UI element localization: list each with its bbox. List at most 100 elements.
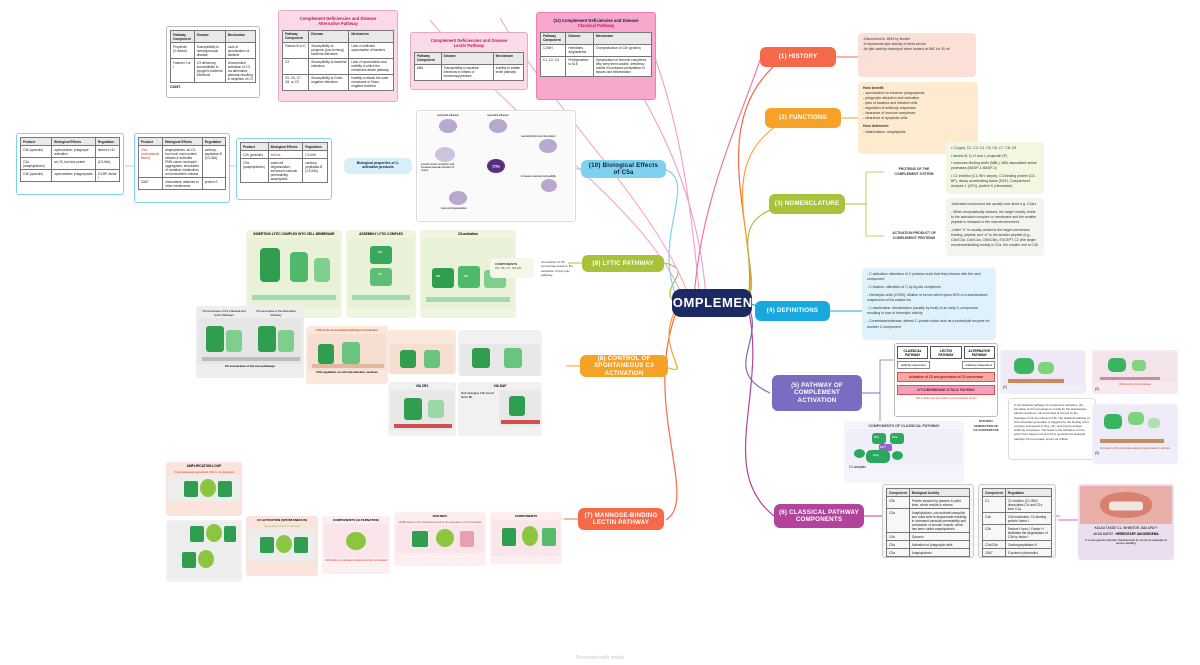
pathway-classical-box: CLASSICAL PATHWAY	[897, 346, 929, 359]
branch-lytic-pathway[interactable]: (9) LYTIC PATHWAY	[582, 255, 664, 272]
col-header: Component	[982, 488, 1006, 497]
col-header: Disease	[193, 30, 226, 43]
history-line-2: -It represents lytic activity of fresh s…	[863, 42, 926, 47]
c5a-n3: neutrophil wbc and chemotaxis	[521, 135, 556, 138]
components-alternative-panel: COMPONENTS (ALTERNATIVE) C3b binds to a …	[322, 516, 390, 574]
col-header: Biological Effects	[162, 137, 203, 146]
col-header: Biological Activity	[908, 488, 971, 497]
branch-history[interactable]: (1) HISTORY	[760, 47, 836, 67]
col-header: Component	[886, 488, 910, 497]
control-via-daf-panel: VIA DAF DAF dislodges C3b-bound factor B…	[458, 382, 542, 436]
nom-g1-3: • mannose binding lectin (MBL), MBL asso…	[951, 161, 1037, 171]
col-header: Product	[137, 137, 164, 146]
central-node[interactable]: COMPLEMENT	[663, 289, 761, 317]
branch-classical-components[interactable]: (6) CLASSICAL PATHWAY COMPONENTS	[774, 504, 864, 528]
cell: C4b	[982, 512, 1006, 525]
control-c3b-regulation-panel: C3b from an activated pathogen membrane …	[306, 326, 388, 384]
cell: C3	[281, 57, 310, 75]
amplification-title: AMPLIFICATION LOOP	[186, 464, 222, 468]
alt-title-sub: Alternative Pathway	[318, 21, 358, 27]
cell: MBL	[414, 63, 442, 81]
cell: C3a (anaphylatoxin)	[240, 158, 269, 183]
classical-title-main: (11) Complement Deficiencies and Disease	[553, 18, 639, 23]
branch-pathway-activation[interactable]: (5) PATHWAY OF COMPLEMENT ACTIVATION	[772, 375, 862, 411]
pathway-image-2: C4b2a is the C3 convertase (2)	[1092, 350, 1178, 394]
cell: Properdin (X-linked)	[170, 42, 195, 59]
col-header: Product	[240, 142, 269, 151]
cell: Carboxypeptidase-N	[1004, 540, 1053, 549]
table-row: C4b (opsonin) opsonization; phagocytosis…	[19, 169, 121, 182]
branch-definitions[interactable]: (4) DEFINITIONS	[755, 301, 830, 321]
table-row: C5a (chemotactic factor) anaphylatoxin, …	[137, 145, 227, 178]
c5a-grid: Product Biological Effects Regulation C5…	[137, 137, 227, 190]
cell: Lack of opsonization and inability to ut…	[348, 57, 394, 75]
cell: Lack of sufficient opsonization of bacte…	[348, 41, 394, 59]
functions-benefit-title: Host benefit:	[863, 86, 885, 90]
branch-nomenclature[interactable]: (3) NOMENCLATURE	[769, 194, 845, 214]
table-row: C567 S protein (vitronectin)	[982, 548, 1053, 557]
def-5: - Convertase/esterase: altered C-protein…	[867, 319, 990, 329]
cell: carboxy-peptidase-B (C3-INA)	[302, 158, 328, 183]
table-row: Factors H or I C3 deficiency, susceptibi…	[170, 58, 257, 83]
functions-benefit-4: - regulation of antibody responses	[863, 106, 916, 111]
cell: C4-BP, factor I	[94, 169, 121, 182]
c8-label: C8	[436, 273, 440, 278]
branch-mbl-pathway[interactable]: (7) MANNOSE-BINDING LECTIN PATHWAY	[578, 508, 664, 530]
lytic-attack-box: LYTIC/MEMBRANE ATTACK PATHWAY	[897, 385, 995, 395]
branch-c5a-effects[interactable]: (10) Biological Effects of C5a	[581, 160, 666, 178]
cell: C1	[982, 496, 1006, 513]
angioedema-prefix: AKAN DAPAT :	[1093, 531, 1116, 536]
functions-benefit-2: - phagocyte attraction and activation	[863, 96, 920, 101]
cell: Susceptibility to Gram-negative infectio…	[308, 73, 350, 91]
cell: Opsonization of immune complexes help ke…	[592, 55, 653, 77]
cell: C2b (prokinin)	[240, 150, 269, 159]
branch-label: (6) CLASSICAL PATHWAY COMPONENTS	[779, 508, 859, 523]
nom-g1-2: • factors B, D, H and I, properdin (P)	[951, 153, 1008, 158]
nomenclature-group2-label: ACTIVATION PRODUCT OF COMPLEMENT PROTEIN…	[884, 224, 944, 248]
table-row: C3 Susceptibility to bacterial infection…	[281, 57, 394, 75]
nom-g2-3: -Letter "b" is usually added to the larg…	[951, 228, 1038, 248]
table-row: C8/C9 Homologous restriction factor (HRF…	[982, 556, 1053, 557]
amplification-loop-panel-2	[166, 520, 242, 582]
table-row: C5, C6, C7 C8, or C9 Susceptibility to G…	[281, 73, 394, 91]
antibody-independent-label: antibody independent	[962, 361, 996, 369]
c3-activation-sub: Generation of C3 convertase	[264, 523, 300, 528]
table-row: C3a/C5a Carboxypeptidase-N	[982, 540, 1053, 549]
functions-benefit-1: - opsonization to enhance phagocytosis	[863, 91, 925, 96]
branch-label: (4) DEFINITIONS	[766, 307, 819, 315]
cell: protein S	[201, 177, 227, 190]
cell: C5a (chemotactic factor)	[137, 145, 164, 178]
cell: opsonization; phagocytosis	[51, 169, 96, 182]
cell: C567	[137, 177, 164, 190]
control-alternative-label: C5-convertase of the Alternative Pathway	[256, 309, 296, 317]
cell: C5a	[886, 540, 910, 549]
table-row: C3b (opsonin) opsonization; phagocyte ac…	[19, 145, 121, 158]
pathway-caption: This is where the generation of C3 conve…	[915, 396, 977, 400]
c1s-label: C1s	[892, 435, 898, 440]
bio-effects-table-c2b: Product Biological Effects Regulation C2…	[236, 138, 332, 200]
pathway-image-3: Formation of the membrane attack complex…	[1092, 404, 1178, 464]
lytic-generation-text: Generation of C5 convertase leads to the…	[541, 260, 573, 278]
control-grid: Component Regulation C1 C1 inhibitor (C1…	[982, 488, 1053, 557]
branch-control-c3[interactable]: (8) CONTROL OF SPONTANEOUS C3 ACTIVATION	[580, 355, 668, 377]
cell: C3b	[982, 524, 1006, 541]
branch-functions[interactable]: (2) FUNCTIONS	[765, 108, 841, 128]
c9-label: C9	[464, 273, 468, 278]
alt-title-main: Complement Deficiencies and Disease	[299, 16, 377, 21]
pathway-activation-diagram: CLASSICAL PATHWAY LECTIN PATHWAY ALTERNA…	[894, 343, 998, 417]
pathway-image-2-label: (2)	[1095, 387, 1099, 392]
angioedema-bold: HEREDITARY ANGIOEDEMA	[1115, 531, 1159, 536]
nomenclature-group2-panel: -Activated component are usually over-li…	[946, 198, 1044, 256]
col-header: Regulation	[201, 137, 227, 146]
control-degradation-panel	[458, 330, 542, 376]
table-row: C3a Anaphylatoxin, can activate basophil…	[886, 508, 971, 533]
col-header: Regulation	[94, 137, 121, 146]
c-activation-products-label[interactable]: Biological properties of C-activation pr…	[344, 158, 412, 174]
control-stabilization-panel	[388, 330, 456, 374]
functions-detriment-1: - inflammation, anaphylaxis	[863, 129, 906, 134]
cell: Opsonin	[908, 532, 971, 541]
cell: C4b	[886, 532, 910, 541]
classical-components-diagram: COMPONENTS OF CLASSICAL PATHWAY C1r C1s …	[844, 421, 964, 483]
history-line-3: -Its lytic activity destroyed when heate…	[863, 47, 950, 52]
cell: Anaphylatoxin, can activate basophils an…	[908, 508, 971, 533]
